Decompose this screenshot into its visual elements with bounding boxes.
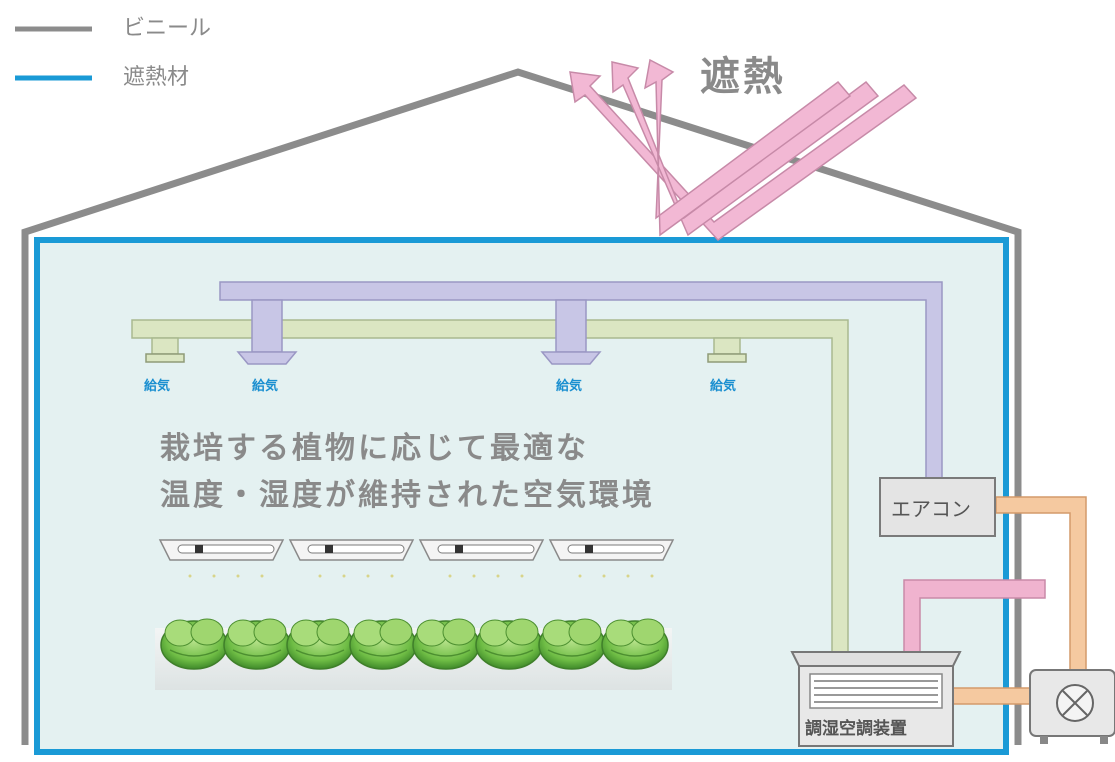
supply-label: 給気 [144, 378, 170, 394]
green-vents [145, 353, 747, 363]
lettuce-icon [538, 618, 606, 670]
lettuce-icon [475, 618, 543, 670]
supply-label: 給気 [252, 378, 278, 394]
fan-x-icon [1056, 684, 1094, 722]
humidity-unit-label: 調湿空調装置 [805, 718, 907, 739]
aircon-label: エアコン [891, 497, 971, 521]
heat-reflection-arrows [569, 58, 918, 241]
legend-vinyl-label: ビニール [123, 16, 211, 41]
grow-light-icon [158, 539, 285, 561]
environment-text-line2: 温度・湿度が維持された空気環境 [160, 478, 655, 513]
grow-light-icon [548, 539, 675, 561]
legend-insulation-label: 遮熱材 [123, 65, 189, 90]
lettuce-icon [223, 618, 291, 670]
lettuce-row [160, 618, 669, 670]
outdoor-unit [1029, 669, 1115, 744]
grow-light-icon [288, 539, 415, 561]
lettuce-icon [412, 618, 480, 670]
supply-label: 給気 [556, 378, 582, 394]
aircon-unit: エアコン [879, 477, 996, 537]
environment-text-line1: 栽培する植物に応じて最適な [160, 431, 589, 466]
supply-labels: 給気 給気 給気 給気 [144, 378, 736, 394]
lettuce-icon [286, 618, 354, 670]
heat-shield-label: 遮熱 [700, 54, 786, 100]
legend: ビニール 遮熱材 [15, 16, 211, 90]
grow-light-icon [418, 539, 545, 561]
humidity-control-unit: 調湿空調装置 [790, 651, 962, 747]
grow-lights [158, 539, 675, 561]
light-dots [188, 574, 654, 578]
supply-label: 給気 [710, 378, 736, 394]
lettuce-icon [349, 618, 417, 670]
vinyl-roof-outline [21, 68, 1022, 745]
lettuce-icon [160, 618, 228, 670]
lettuce-icon [601, 618, 669, 670]
